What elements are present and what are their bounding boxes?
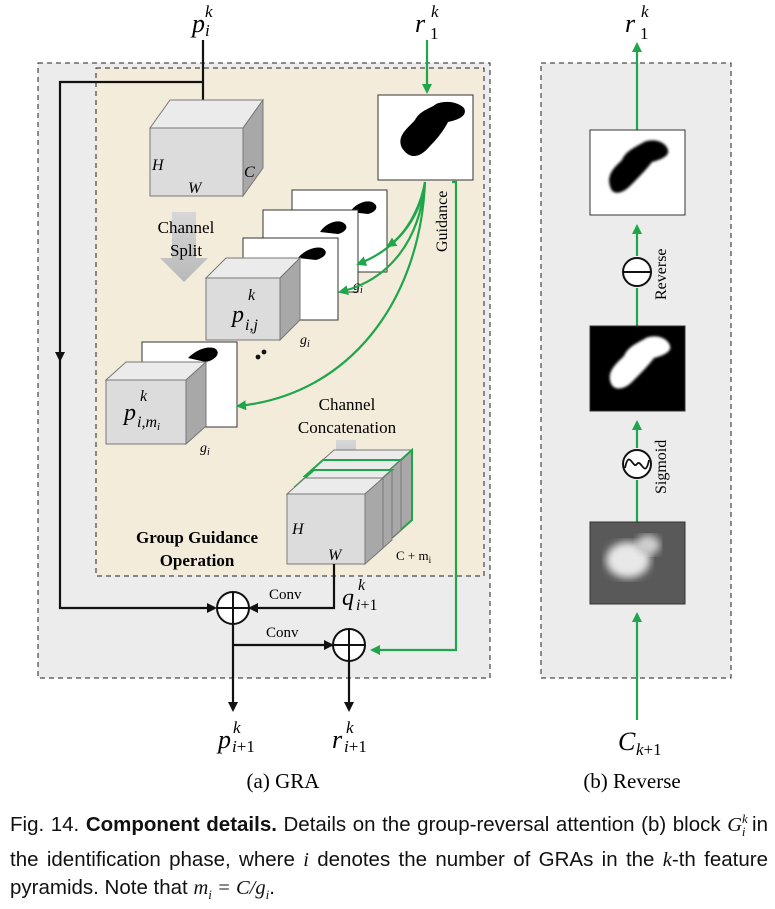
reverse-subcaption: (b) Reverse <box>583 769 680 793</box>
input-cube <box>149 98 264 198</box>
sigmoid-label: Sigmoid <box>653 440 670 494</box>
input-r-sub: 1 <box>430 24 439 43</box>
guidance-arrows <box>236 180 458 655</box>
channel-split-label-2: Split <box>170 241 202 260</box>
out-cube-w: W <box>328 547 343 564</box>
reverse-input-sub: k+1 <box>636 740 662 759</box>
pij-sup: k <box>248 287 256 304</box>
add-node-1 <box>216 591 250 625</box>
channel-concat-label-1: Channel <box>319 395 376 414</box>
conv-label-1: Conv <box>269 587 302 603</box>
pimi-sup: k <box>140 388 148 405</box>
input-r-label: r <box>415 9 426 38</box>
input-p-sup: k <box>205 2 213 21</box>
ggo-title-1: Group Guidance <box>136 528 258 547</box>
add-node-2 <box>332 628 366 662</box>
caption-text-4: -th feature pyramids. Note that <box>10 847 768 899</box>
sigmoid-output-image <box>589 325 686 412</box>
channel-concat-label-2: Concatenation <box>298 418 397 437</box>
caption-k-symbol: k <box>662 848 672 871</box>
out-p-label: p <box>216 725 231 754</box>
pimi-label: pi,mi <box>122 400 160 433</box>
channel-split-label-1: Channel <box>158 218 215 237</box>
reverse-top-sup: k <box>641 2 649 21</box>
caption-g-symbol: Gki <box>727 811 748 839</box>
reverse-input-label: C <box>618 727 636 756</box>
caption-text-2: in the identification phase, where <box>10 812 768 871</box>
out-p-sup: k <box>233 718 241 737</box>
cube-h-label: H <box>151 157 165 174</box>
reverse-top-sub: 1 <box>640 24 649 43</box>
out-p-sub: i+1 <box>232 737 255 756</box>
skip-arrow-head <box>55 352 65 362</box>
conv-label-2: Conv <box>266 625 299 641</box>
pij-cube <box>204 256 302 342</box>
pij-label: pi,j <box>230 302 258 334</box>
gi-label-3: gi <box>200 441 210 458</box>
reverse-label: Reverse <box>653 248 670 300</box>
reverse-input-image <box>589 521 686 605</box>
caption-prefix: Fig. 14. <box>10 812 80 836</box>
input-p-label: p <box>190 9 205 38</box>
out-cube-h: H <box>291 521 305 538</box>
reverse-output-image <box>589 129 686 216</box>
ggo-title-2: Operation <box>160 551 235 570</box>
q-label: q <box>342 585 354 611</box>
input-r-sup: k <box>431 2 439 21</box>
sigmoid-node <box>622 449 652 479</box>
caption-equation: mi = C/gi <box>193 876 270 903</box>
out-cube-c: C + mi <box>396 548 432 565</box>
out-r-sup: k <box>346 718 354 737</box>
input-p-sub: i <box>205 21 210 40</box>
gra-subcaption: (a) GRA <box>247 769 321 793</box>
q-path <box>248 564 336 613</box>
out-r-sub: i+1 <box>344 737 367 756</box>
cube-c-label: C <box>244 164 255 181</box>
ellipsis-dot <box>255 354 261 360</box>
gi-label-2: gi <box>300 333 310 350</box>
output-cube <box>285 447 414 566</box>
pimi-cube <box>104 360 208 446</box>
q-sup: k <box>358 577 366 594</box>
guidance-label: Guidance <box>434 191 451 252</box>
figure: p k i r k 1 H W C Channel Split gi gi <box>37 2 732 793</box>
caption-i-symbol: i <box>303 848 309 871</box>
caption-text-3: denotes the number of GRAs in the <box>317 847 655 871</box>
reverse-top-label: r <box>625 9 636 38</box>
q-sub: i+1 <box>356 597 377 614</box>
cube-w-label: W <box>188 180 203 197</box>
figure-caption: Fig. 14. Component details. Details on t… <box>10 811 768 903</box>
out-r-label: r <box>332 725 343 754</box>
caption-title: Component details. <box>85 812 277 836</box>
ellipsis-dot <box>261 349 267 355</box>
guidance-mask-image <box>377 94 474 181</box>
skip-connection <box>58 80 217 613</box>
reverse-node <box>622 257 652 287</box>
caption-text-1: Details on the group-reversal attention … <box>283 812 721 836</box>
channel-split-arrow <box>160 212 208 282</box>
